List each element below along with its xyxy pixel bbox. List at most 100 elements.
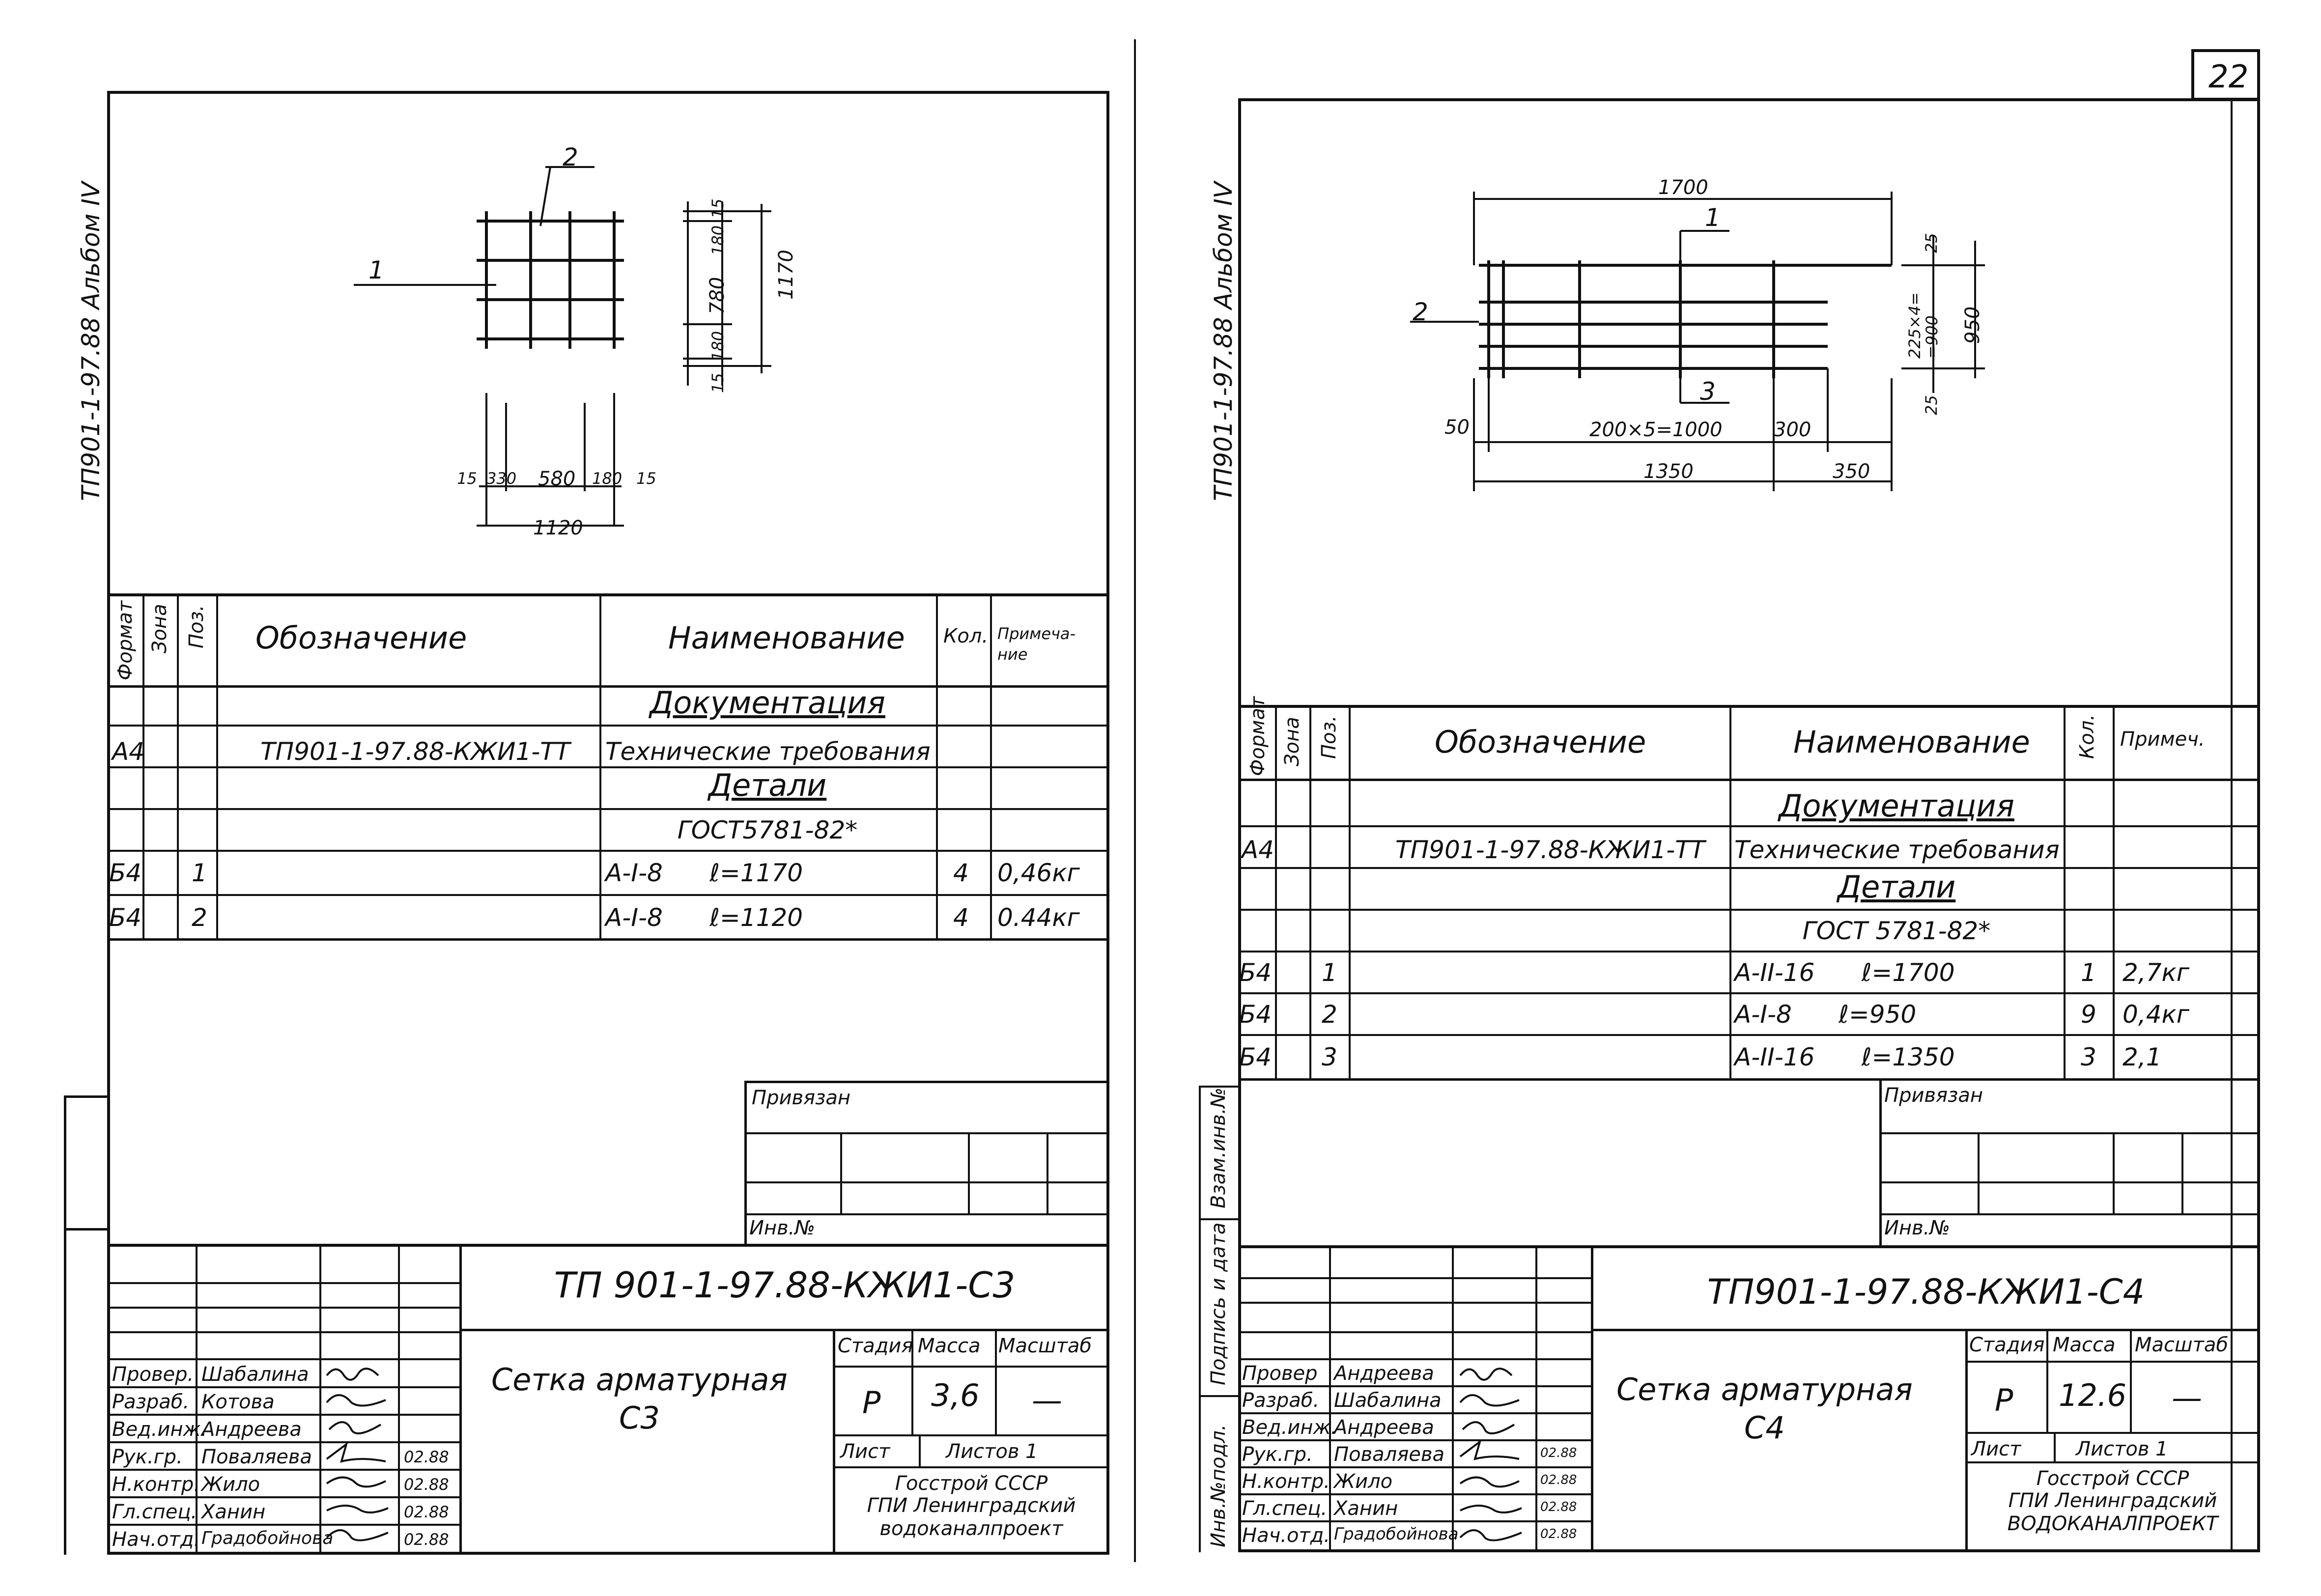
row-pos: 2 <box>192 903 207 932</box>
sheet-label: Лист <box>840 1440 890 1463</box>
dim-50: 50 <box>1444 416 1470 439</box>
sig-role: Рук.гр. <box>112 1446 183 1468</box>
drawing-code: ТП901-1-97.88-КЖИ1-С4 <box>1707 1272 2145 1312</box>
dim-1700: 1700 <box>1658 176 1708 199</box>
sig-name: Андреева <box>201 1418 302 1441</box>
row-format: А4 <box>112 737 145 766</box>
row-name: Документация <box>650 685 885 721</box>
row-format: Б4 <box>109 903 142 932</box>
row-name: Технические требования <box>1734 836 2060 864</box>
stage-label: Стадия <box>1969 1334 2045 1356</box>
sig-name: Жило <box>1334 1470 1393 1493</box>
row-name: А-I-8 ℓ=950 <box>1734 1000 1917 1029</box>
row-name: А-I-8 ℓ=1170 <box>605 859 803 887</box>
sheet-left-frame <box>107 91 1109 1555</box>
hdr-zone: Зона <box>1281 717 1303 766</box>
sig-date: 02.88 <box>1540 1500 1577 1514</box>
center-divider <box>1134 39 1136 1562</box>
row-pos: 2 <box>1322 1000 1337 1029</box>
row-format: Б4 <box>1239 1000 1272 1029</box>
dim-h-15a: 15 <box>457 469 477 488</box>
mass-label: Масса <box>918 1335 981 1357</box>
row-name: ГОСТ5781-82* <box>677 816 858 844</box>
sig-date: 02.88 <box>404 1475 449 1494</box>
sig-name: Градобойнова <box>201 1528 334 1548</box>
stage-label: Стадия <box>838 1335 913 1357</box>
sig-role: Разраб. <box>1242 1389 1320 1412</box>
dim-950: 950 <box>1961 306 1984 344</box>
row-name: А-I-8 ℓ=1120 <box>605 903 803 932</box>
row-name: А-II-16 ℓ=1350 <box>1734 1043 1955 1071</box>
sig-role: Провер. <box>112 1363 194 1386</box>
sig-date: 02.88 <box>1540 1446 1577 1460</box>
row-pos: 1 <box>1322 958 1337 987</box>
inv-label: Инв.№ <box>749 1217 815 1239</box>
row-qty: 1 <box>2081 958 2096 987</box>
scale-label: Масштаб <box>998 1335 1092 1357</box>
dim-300: 300 <box>1774 419 1812 441</box>
row-note: 2,1 <box>2123 1043 2162 1071</box>
row-note: 0.44кг <box>997 903 1080 932</box>
hdr-qty: Кол. <box>2076 714 2098 759</box>
callout-2: 2 <box>1413 298 1428 326</box>
row-qty: 3 <box>2081 1043 2096 1071</box>
sig-date: 02.88 <box>404 1448 449 1466</box>
sig-role: Вед.инж. <box>112 1418 207 1441</box>
row-pos: 1 <box>192 859 207 887</box>
row-format: Б4 <box>1239 958 1272 987</box>
dim-1350: 1350 <box>1643 460 1694 483</box>
row-note: 2,7кг <box>2123 958 2189 987</box>
side-label: ТП901-1-97.88 Альбом IV <box>1209 181 1238 501</box>
sig-name: Шабалина <box>201 1363 309 1386</box>
privyazan-label: Привязан <box>752 1087 851 1109</box>
callout-1: 1 <box>368 256 384 284</box>
sig-role: Рук.гр. <box>1242 1443 1313 1466</box>
sig-role: Нач.отд. <box>1242 1524 1330 1547</box>
org-line: Госстрой СССР <box>895 1472 1048 1495</box>
mass-label: Масса <box>2053 1334 2116 1356</box>
sig-name: Шабалина <box>1334 1389 1442 1412</box>
dim-h-330: 330 <box>486 469 517 488</box>
dim-25a: 25 <box>1922 233 1941 253</box>
sig-role: Вед.инж. <box>1242 1416 1337 1439</box>
drawing-code: ТП 901-1-97.88-КЖИ1-С3 <box>554 1264 1016 1306</box>
sheets-count: Листов 1 <box>2076 1438 2168 1460</box>
hdr-pos: Поз. <box>1318 715 1340 759</box>
org-line: ВОДОКАНАЛПРОЕКТ <box>2007 1512 2218 1535</box>
sig-role: Провер <box>1242 1362 1318 1385</box>
sig-name: Градобойнова <box>1334 1524 1459 1544</box>
row-format: А4 <box>1242 836 1274 864</box>
stamp-inv: Инв.№подл. <box>1207 1424 1230 1547</box>
dim-350: 350 <box>1833 460 1870 483</box>
dim-v-180a: 180 <box>708 225 727 255</box>
hdr-zone: Зона <box>148 604 171 653</box>
sig-date: 02.88 <box>404 1503 449 1521</box>
row-note: 0,46кг <box>997 859 1080 887</box>
stage: Р <box>1995 1382 2013 1418</box>
hdr-name: Наименование <box>1793 724 2030 760</box>
dim-v-1170: 1170 <box>775 250 797 300</box>
hdr-format: Формат <box>114 600 137 680</box>
sig-role: Н.контр. <box>1242 1470 1330 1493</box>
row-name: Детали <box>708 767 827 803</box>
sig-role: Гл.спец. <box>1242 1497 1328 1520</box>
dim-h-1120: 1120 <box>533 517 583 539</box>
scale: — <box>2172 1380 2202 1416</box>
hdr-format: Формат <box>1246 696 1269 776</box>
signature-marks <box>1459 1368 1522 1541</box>
sig-name: Жило <box>201 1473 260 1496</box>
dim-1000: 200×5=1000 <box>1589 419 1723 441</box>
sig-name: Ханин <box>1334 1497 1398 1520</box>
sig-name: Поваляева <box>1334 1443 1444 1466</box>
hdr-designation: Обозначение <box>1435 724 1646 760</box>
sig-name: Андреева <box>1334 1362 1434 1385</box>
callout-1: 1 <box>1705 203 1721 232</box>
side-label: ТП901-1-97.88 Альбом IV <box>77 181 105 501</box>
row-name: Детали <box>1837 869 1956 905</box>
sig-name: Поваляева <box>201 1446 312 1468</box>
hdr-qty: Кол. <box>943 625 989 647</box>
org-line: ГПИ Ленинградский <box>2008 1489 2217 1512</box>
stage: Р <box>862 1385 881 1421</box>
mass: 3,6 <box>931 1377 980 1413</box>
row-designation: ТП901-1-97.88-КЖИ1-ТТ <box>1395 836 1705 864</box>
